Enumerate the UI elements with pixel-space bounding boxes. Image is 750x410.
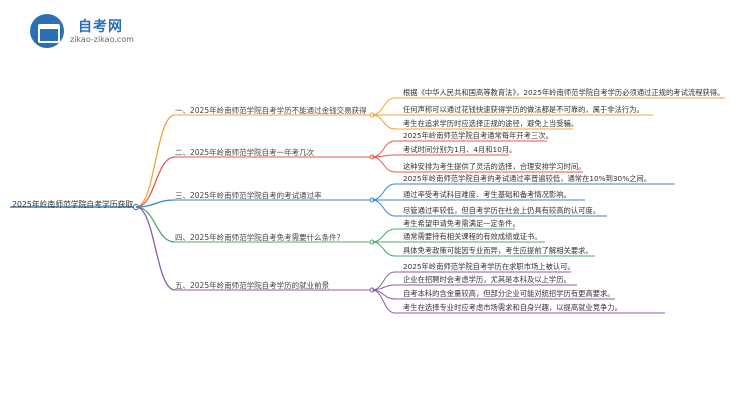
connector-line — [135, 199, 176, 208]
connector-line — [371, 156, 396, 173]
leaf-node[interactable]: 通过率受考试科目难度、考生基础和备考情况影响。 — [403, 190, 571, 199]
logo-subtitle: zikao-zikao.com — [70, 35, 134, 44]
leaf-node[interactable]: 考试时间分别为1月、4月和10月。 — [403, 145, 517, 154]
leaf-node[interactable]: 考生在选择专业时应考虑市场需求和自身兴趣，以提高就业竞争力。 — [403, 303, 622, 312]
leaf-node[interactable]: 根据《中华人民共和国高等教育法》，2025年岭南师范学院自考学历必须通过正规的考… — [403, 88, 725, 97]
branch-node-5[interactable]: 五、2025年岭南师范学院自考学历的就业前景 — [175, 281, 330, 290]
connector-line — [371, 199, 396, 217]
connector-line — [371, 289, 396, 314]
graduation-cap-icon — [30, 14, 64, 48]
connector-line — [371, 97, 396, 116]
leaf-node[interactable]: 考生希望申请免考需满足一定条件。 — [403, 219, 520, 228]
connector-line — [135, 206, 176, 291]
leaf-node[interactable]: 2025年岭南师范学院自考通常每年开考三次。 — [403, 131, 553, 140]
connector-line — [371, 228, 396, 243]
leaf-node[interactable]: 自考本科的含金量较高，但部分企业可能对统招学历有更高要求。 — [403, 289, 615, 298]
leaf-node[interactable]: 尽管通过率较低，但自考学历在社会上仍具有较高的认可度。 — [403, 206, 601, 215]
leaf-node[interactable]: 考生在追求学历时应选择正规的途径，避免上当受骗。 — [403, 119, 579, 128]
connector-line — [371, 183, 396, 201]
branch-node-2[interactable]: 二、2025年岭南师范学院自考一年考几次 — [175, 148, 315, 157]
leaf-node[interactable]: 2025年岭南师范学院自考的考试通过率普遍较低，通常在10%到30%之间。 — [403, 174, 652, 183]
logo-title: 自考网 — [78, 19, 123, 35]
branch-node-4[interactable]: 四、2025年岭南师范学院自考免考需要什么条件？ — [175, 233, 345, 242]
leaf-node[interactable]: 2025年岭南师范学院自考学历在求职市场上被认可。 — [403, 262, 575, 271]
leaf-node[interactable]: 企业在招聘时会考虑学历，尤其是本科及以上学历。 — [403, 275, 571, 284]
connector-line — [135, 206, 176, 243]
site-logo[interactable]: 自考网 zikao-zikao.com — [30, 14, 160, 48]
branch-node-1[interactable]: 一、2025年岭南师范学院自考学历不能通过金钱交易获得 — [175, 106, 367, 115]
root-node[interactable]: 2025年岭南师范学院自考学历获取 — [12, 200, 134, 209]
connector-line — [371, 241, 396, 257]
connector-line — [135, 114, 176, 208]
connector-line — [371, 114, 396, 130]
leaf-node[interactable]: 这种安排为考生提供了灵活的选择，合理安排学习时间。 — [403, 162, 586, 171]
connector-line — [135, 156, 176, 208]
leaf-node[interactable]: 任何声称可以通过花钱快速获得学历的做法都是不可靠的，属于非法行为。 — [403, 105, 644, 114]
branch-node-3[interactable]: 三、2025年岭南师范学院自考的考试通过率 — [175, 191, 322, 200]
leaf-node[interactable]: 具体免考政策可能因专业而异，考生应提前了解相关要求。 — [403, 246, 593, 255]
leaf-node[interactable]: 通常需要持有相关课程的有效成绩或证书。 — [403, 232, 542, 241]
